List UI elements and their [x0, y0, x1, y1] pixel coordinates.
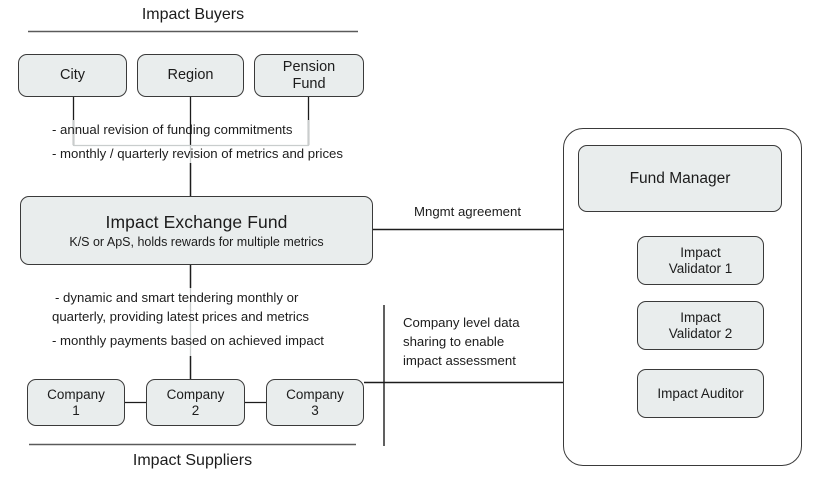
node-label-line2: 1: [72, 402, 80, 418]
note-buyers-line-2: - monthly / quarterly revision of metric…: [52, 146, 343, 161]
node-label-line2: Fund: [292, 75, 326, 92]
node-label-line2: 3: [311, 402, 319, 418]
band-label-impact-buyers: Impact Buyers: [141, 6, 245, 23]
node-impact-exchange-fund[interactable]: Impact Exchange Fund K/S or ApS, holds r…: [20, 196, 373, 265]
node-impact-auditor[interactable]: Impact Auditor: [637, 369, 764, 418]
node-label-line1: Impact: [680, 244, 721, 260]
node-supplier-company-1[interactable]: Company 1: [27, 379, 125, 426]
node-label-line2: Validator 1: [668, 260, 733, 276]
fund-title: Impact Exchange Fund: [105, 211, 288, 232]
node-label-line1: Impact Auditor: [657, 385, 744, 401]
node-label-line1: Pension: [282, 58, 336, 75]
note-suppliers-line-2: quarterly, providing latest prices and m…: [52, 309, 310, 324]
note-buyers-line-1: - annual revision of funding commitments: [52, 122, 293, 137]
note-suppliers-line-1: - dynamic and smart tendering monthly or: [55, 290, 299, 305]
fund-subtitle: K/S or ApS, holds rewards for multiple m…: [69, 234, 324, 249]
node-buyer-pension-fund[interactable]: Pension Fund: [254, 54, 364, 97]
node-impact-validator-2[interactable]: Impact Validator 2: [637, 301, 764, 350]
node-label-line1: Fund Manager: [629, 169, 731, 187]
band-label-impact-suppliers: Impact Suppliers: [132, 452, 253, 469]
node-label-line1: City: [60, 67, 85, 84]
node-label-line1: Company: [47, 386, 105, 402]
node-label-line1: Company: [166, 386, 225, 402]
node-label-line1: Company: [286, 386, 344, 402]
node-buyer-city[interactable]: City: [18, 54, 127, 97]
node-fund-manager[interactable]: Fund Manager: [578, 145, 782, 212]
edge-label-mngmt-agreement: Mngmt agreement: [414, 204, 522, 219]
edge-label-company-data-sharing: Company level data sharing to enable imp…: [403, 315, 520, 369]
node-label-line1: Region: [167, 67, 214, 84]
note-suppliers-line-3: - monthly payments based on achieved imp…: [52, 333, 324, 348]
node-supplier-company-3[interactable]: Company 3: [266, 379, 364, 426]
node-impact-validator-1[interactable]: Impact Validator 1: [637, 236, 764, 285]
node-label-line2: Validator 2: [668, 325, 733, 341]
node-label-line2: 2: [191, 402, 200, 418]
node-supplier-company-2[interactable]: Company 2: [146, 379, 245, 426]
node-buyer-region[interactable]: Region: [137, 54, 244, 97]
node-label-line1: Impact: [680, 309, 721, 325]
